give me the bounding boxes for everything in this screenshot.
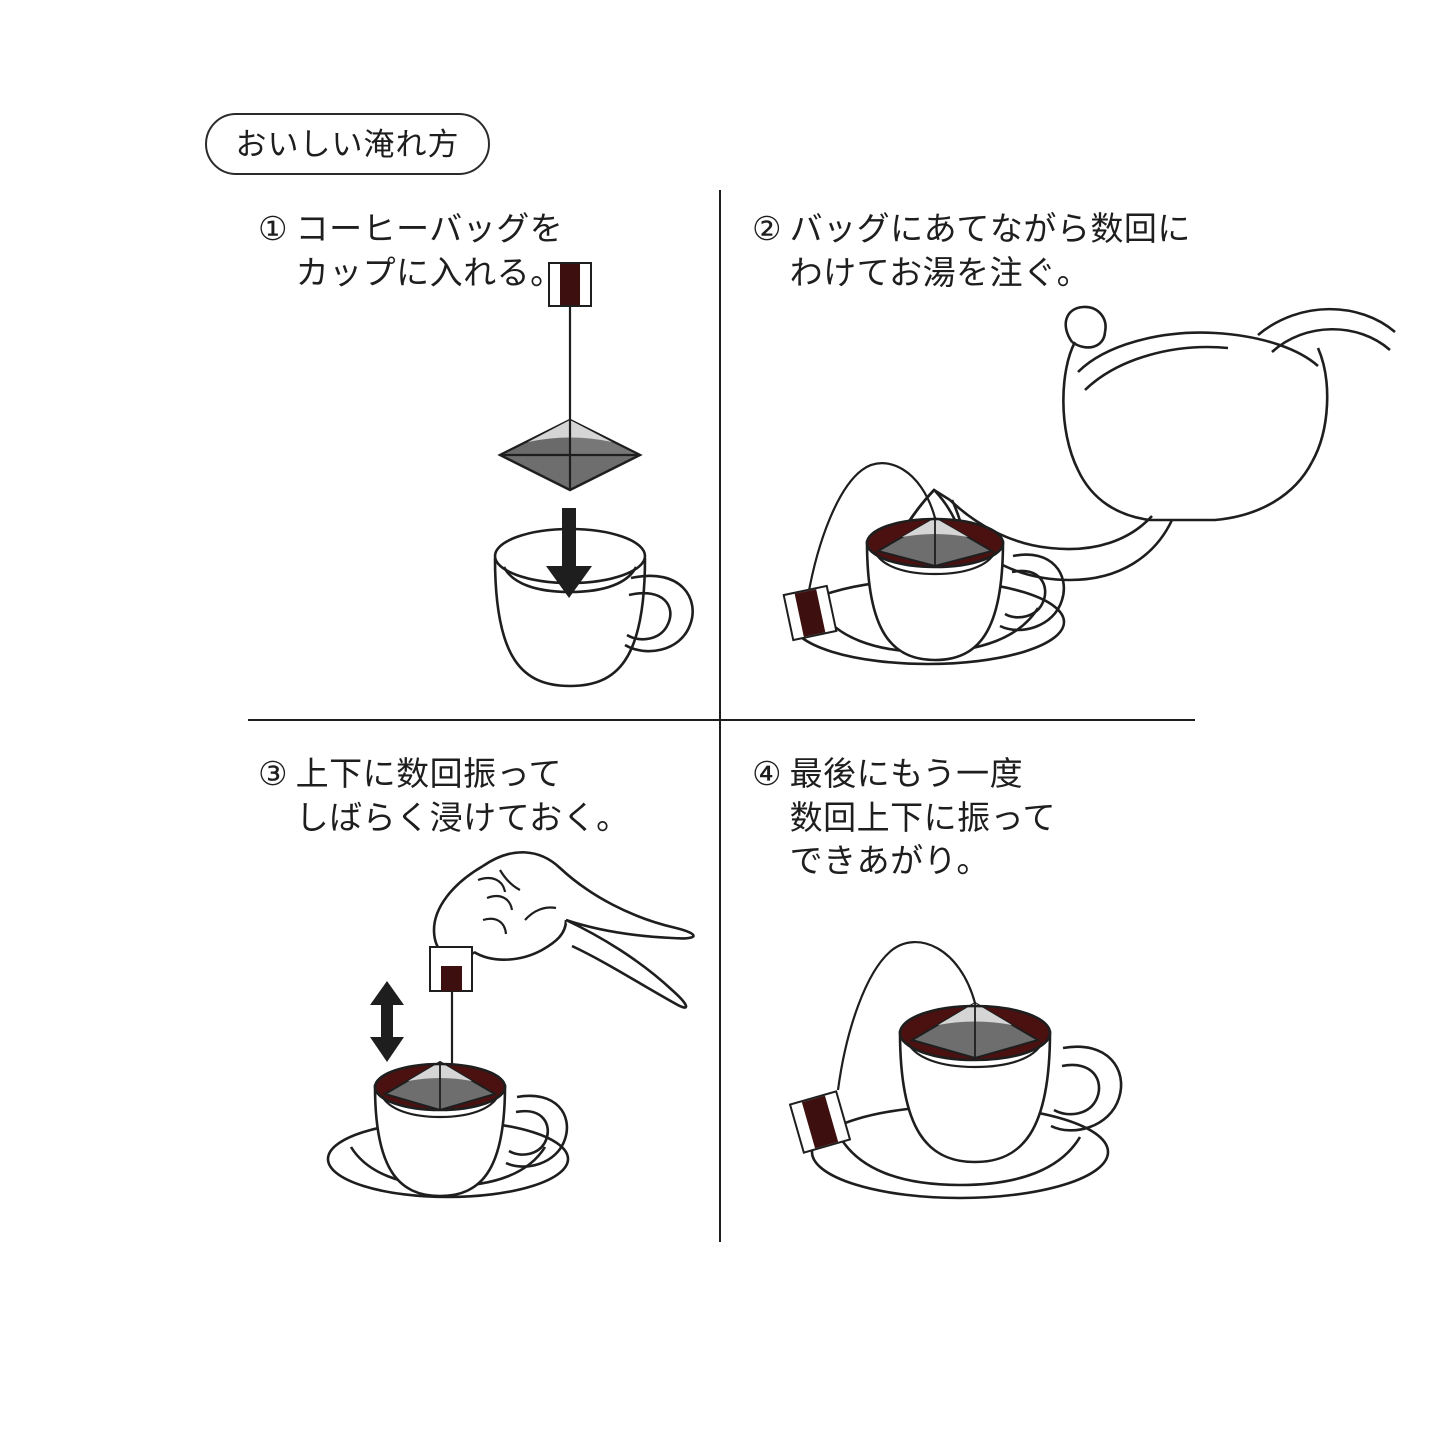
coffee-bag-pyramid-icon (497, 418, 643, 492)
bag-string-icon (806, 462, 937, 597)
step-4-line-3: できあがり。 (789, 842, 990, 880)
hand-icon (432, 851, 695, 1009)
cup-icon (373, 1060, 569, 1198)
step-2-line-2: わけてお湯を注ぐ。 (789, 253, 1091, 291)
kettle-icon (933, 305, 1396, 582)
coffee-bag-in-cup-icon (875, 516, 995, 568)
step-4-illustration (788, 941, 1123, 1200)
water-stream-edges (886, 489, 968, 569)
step-4-line-2: 数回上下に振って (789, 798, 1056, 836)
step-3-number: ③ (258, 755, 288, 792)
step-1-line-2: カップに入れる。 (295, 253, 564, 291)
up-down-arrow-icon (370, 981, 404, 1062)
step-2-line-1: バッグにあてながら数回に (789, 210, 1191, 247)
saucer-icon (326, 1119, 570, 1199)
bag-string-icon (836, 941, 977, 1091)
page-title: おいしい淹れ方 (235, 126, 460, 162)
step-1-number: ① (258, 210, 288, 247)
cup-icon (865, 516, 1066, 662)
saucer-icon (810, 1104, 1110, 1200)
water-stream-icon (890, 488, 967, 572)
coffee-bag-tag-icon (782, 584, 838, 642)
step-1-text-block: ① コーヒーバッグを カップに入れる。 (258, 207, 564, 294)
hand-crease-lines (477, 869, 557, 935)
step-2-number: ② (752, 210, 782, 247)
empty-cup-icon (493, 527, 694, 688)
step-3-illustration (326, 851, 695, 1199)
step-1-line-1: コーヒーバッグを (295, 210, 564, 247)
step-3-text-block: ③ 上下に数回振って しばらく浸けておく。 (258, 752, 630, 839)
step-4-line-1: 最後にもう一度 (789, 755, 1024, 792)
step-4-text-block: ④ 最後にもう一度 数回上下に振って できあがり。 (752, 752, 1056, 883)
step-1-illustration (493, 262, 694, 688)
coffee-bag-tag-icon (788, 1090, 852, 1154)
step-2-illustration (782, 305, 1396, 666)
page-title-badge: おいしい淹れ方 (205, 113, 490, 175)
step-2-text-block: ② バッグにあてながら数回に わけてお湯を注ぐ。 (752, 207, 1191, 294)
panel-divider-vertical (719, 190, 721, 1242)
step-4-number: ④ (752, 755, 782, 792)
step-3-line-2: しばらく浸けておく。 (295, 798, 630, 836)
coffee-bag-in-cup-icon (909, 1001, 1041, 1060)
cup-icon (898, 1001, 1123, 1164)
coffee-bag-tag-icon (429, 946, 473, 992)
step-3-line-1: 上下に数回振って (295, 755, 562, 792)
downward-arrow-icon (546, 508, 592, 598)
coffee-bag-in-cup-icon (382, 1060, 498, 1112)
panel-divider-horizontal (248, 719, 1195, 721)
saucer-icon (790, 578, 1066, 666)
